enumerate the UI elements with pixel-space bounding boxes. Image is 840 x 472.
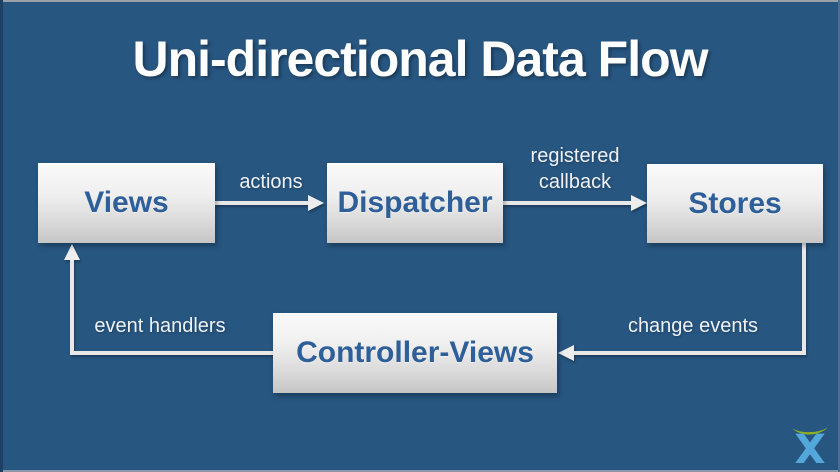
frame-left-line bbox=[0, 0, 3, 472]
edge-views-to-dispatcher bbox=[215, 195, 324, 211]
logo-x-band-2 bbox=[795, 433, 825, 463]
page-title: Uni-directional Data Flow bbox=[132, 31, 708, 87]
edge-label-change-events: change events bbox=[627, 315, 759, 337]
frame-top-line bbox=[0, 0, 840, 2]
arrowhead-left-icon bbox=[558, 345, 574, 361]
edge-stores-to-controller-views bbox=[558, 243, 806, 361]
logo-arc bbox=[792, 427, 828, 435]
frame-bottom-line bbox=[0, 470, 840, 472]
edge-line bbox=[70, 260, 273, 355]
node-stores-label: Stores bbox=[688, 186, 782, 220]
edge-label-registered-callback: registered callback bbox=[530, 145, 620, 193]
node-dispatcher-label: Dispatcher bbox=[337, 186, 493, 219]
arrowhead-right-icon bbox=[308, 195, 324, 211]
node-controller-views: Controller-Views bbox=[273, 313, 557, 393]
frame-right-line bbox=[838, 0, 840, 472]
node-views-label: Views bbox=[84, 186, 169, 219]
arrowhead-up-icon bbox=[64, 244, 80, 260]
atlassian-logo-icon bbox=[792, 427, 828, 463]
arrowhead-right-icon bbox=[631, 195, 647, 211]
node-controller-views-label: Controller-Views bbox=[296, 336, 534, 369]
edge-label-event-handlers: event handlers bbox=[94, 315, 226, 337]
node-views: Views bbox=[38, 163, 215, 243]
edge-dispatcher-to-stores bbox=[503, 195, 647, 211]
edge-label-actions: actions bbox=[239, 171, 303, 193]
node-dispatcher: Dispatcher bbox=[327, 163, 503, 243]
node-stores: Stores bbox=[647, 164, 823, 243]
